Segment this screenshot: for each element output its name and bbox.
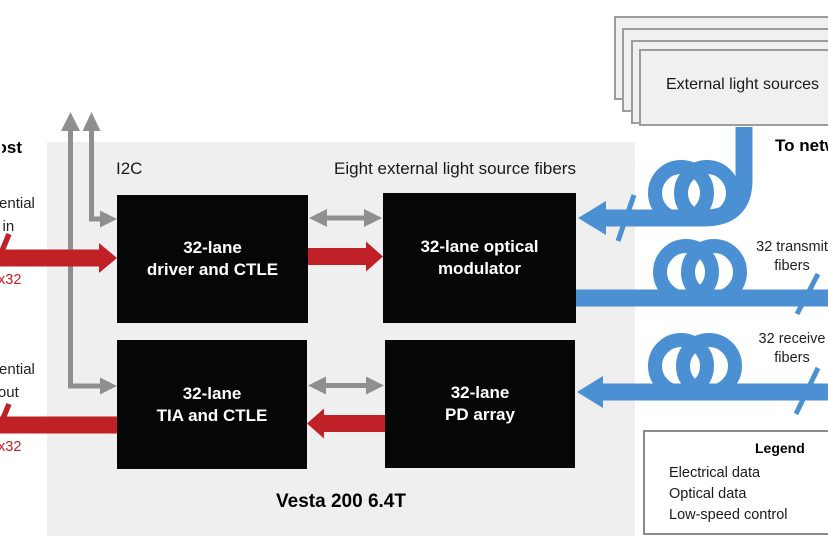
block-label: 32-lane [183, 238, 242, 257]
fiber-count-tick [794, 272, 821, 316]
arrowhead-right-icon [100, 377, 117, 395]
block-label: TIA and CTLE [156, 405, 268, 425]
lane-count-tick [0, 402, 12, 433]
arrowhead-right-icon [364, 209, 382, 227]
block-label: PD array [445, 405, 515, 424]
block-optical-modulator: 32-lane optical modulator [383, 193, 576, 323]
fiber-coil-icon [653, 239, 719, 305]
i2c-label: I2C [116, 159, 143, 178]
optical-fiber-paths [576, 127, 828, 416]
block-label: 32-lane [450, 383, 510, 402]
light-source-card-front [639, 49, 828, 126]
external-light-source-label: External light sources [666, 76, 819, 93]
transmit-line1: 32 transmit [756, 239, 828, 255]
legend-title: Legend [755, 440, 805, 456]
arrowhead-up-icon [82, 112, 101, 131]
electrical-out-bar [0, 416, 117, 434]
to-host-heading: To host [2, 138, 22, 162]
transmit-fibers-label: 32 transmit fibers [752, 238, 828, 276]
receive-line1: 32 receive [758, 331, 826, 347]
block-label: 32-lane [182, 383, 242, 403]
to-host-text: To host [2, 138, 22, 157]
block-tia-ctle: 32-lane TIA and CTLE [117, 340, 307, 469]
fiber-count-tick [615, 194, 637, 242]
fiber-coil-icon [674, 160, 740, 226]
low-speed-control-arrows [61, 112, 384, 395]
legend-entry-optical: Optical data [669, 486, 747, 502]
electrical-in-bar [0, 249, 100, 267]
electrical-data-arrows [0, 232, 385, 439]
arrowhead-left-icon [309, 209, 327, 227]
pairs-out-line2: pairs out [0, 384, 19, 401]
transmit-line2: fibers [774, 258, 810, 274]
arrowhead-left-icon [577, 376, 603, 408]
lane-count-tick [0, 232, 12, 263]
fiber-coil-icon [648, 333, 714, 399]
fiber-coil-icon [681, 239, 747, 305]
control-line-up-1 [68, 130, 100, 389]
pairs-in-label: 32 differential pairs in [0, 192, 46, 238]
arrowhead-left-icon [578, 201, 606, 235]
chip-caption: Vesta 200 6.4T [276, 491, 406, 512]
block-label: 32-lane optical [420, 237, 539, 256]
pairs-in-line1: 32 differential [0, 195, 35, 212]
arrowhead-right-icon [366, 241, 383, 272]
to-network-heading: To network [775, 136, 828, 155]
fiber-coil-icon [676, 333, 742, 399]
arrowhead-left-icon [308, 376, 326, 395]
block-pd-array: 32-lane PD array [385, 340, 575, 468]
arrowhead-right-icon [366, 376, 384, 395]
fiber-count-tick [793, 366, 821, 416]
legend-box: Legend Electrical data Optical data Low-… [643, 430, 828, 535]
external-fibers-heading: Eight external light source fibers [334, 159, 576, 178]
fiber-coil-icon [648, 160, 714, 226]
pairs-out-label: 32 differential pairs out [0, 358, 46, 404]
electrical-driver-to-modulator-bar [308, 248, 368, 265]
block-label: driver and CTLE [146, 260, 279, 279]
pairs-in-line2: pairs in [0, 218, 15, 235]
legend-entry-electrical: Electrical data [669, 465, 761, 481]
lane-count-in-label: x32 [0, 272, 22, 288]
control-line-up-2 [89, 130, 100, 222]
arrowhead-up-icon [61, 112, 80, 131]
block-driver-ctle: 32-lane driver and CTLE [117, 195, 308, 323]
arrowhead-right-icon [99, 243, 117, 273]
receive-fibers-label: 32 receive fibers [752, 330, 828, 368]
arrowhead-right-icon [100, 210, 117, 228]
arrowhead-left-icon [307, 408, 324, 439]
pairs-out-line1: 32 differential [0, 361, 35, 378]
block-label: modulator [437, 259, 522, 278]
lane-count-out-label: x32 [0, 439, 22, 455]
legend-entry-control: Low-speed control [669, 507, 788, 523]
electrical-pd-to-tia-bar [323, 415, 385, 432]
receive-line2: fibers [774, 350, 810, 366]
